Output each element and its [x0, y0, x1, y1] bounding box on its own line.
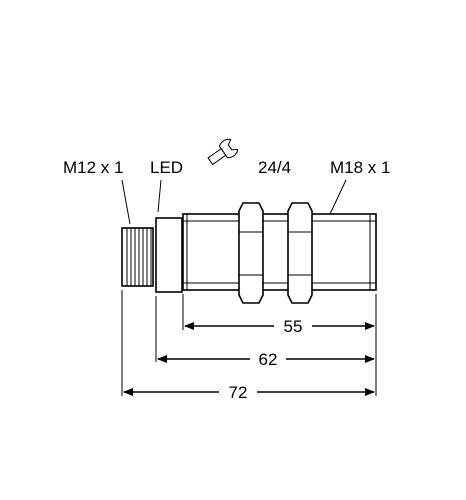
wrench-icon [207, 138, 239, 166]
housing-leader-line [329, 179, 347, 215]
hex-nut-left [238, 202, 264, 304]
led-leader-line [157, 179, 162, 213]
dimension-62: 62 [259, 350, 278, 369]
dimension-55: 55 [284, 317, 303, 336]
hex-nut-right [287, 202, 313, 304]
housing [182, 213, 377, 291]
housing-thread-label: M18 x 1 [330, 158, 390, 177]
wrench-size-label: 24/4 [258, 158, 291, 177]
led-label: LED [150, 158, 183, 177]
connector-leader-line [121, 179, 131, 225]
dimension-72: 72 [229, 383, 248, 402]
connector [121, 227, 154, 287]
led-section [155, 217, 183, 293]
connector-thread-label: M12 x 1 [63, 158, 123, 177]
